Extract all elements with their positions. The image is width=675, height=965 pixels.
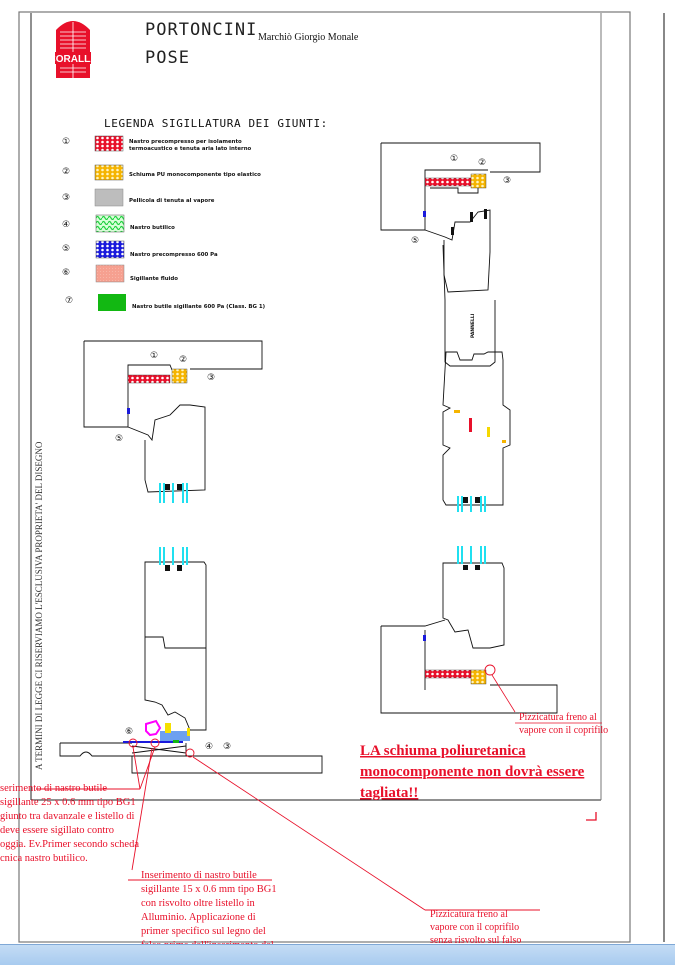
warning-note: LA schiuma poliuretanica monocomponente … — [360, 743, 585, 801]
legend-num-7: ⑦ — [65, 296, 73, 306]
note-center: Inserimento di nastro butile sigillante … — [141, 870, 277, 951]
legend-item-4: ④ Nastro butilico — [62, 214, 175, 233]
legend-label-2: Schiuma PU monocomponente tipo elastico — [129, 172, 261, 178]
taskbar — [0, 944, 675, 965]
note-right-top: Pizzicatura freno al vapore con il copri… — [519, 712, 608, 736]
leader-line-right-top — [491, 674, 516, 713]
callout-leaders-left — [36, 738, 540, 911]
note-right-top-line-2: vapore con il coprifilo — [519, 725, 608, 736]
callout-5: ⑤ — [411, 236, 419, 246]
corner-mark — [586, 812, 597, 821]
callout-sill-3: ③ — [223, 742, 231, 752]
legend-item-5: ⑤ Nastro precompresso 600 Pa — [62, 240, 218, 259]
note-right-bottom-line-1: Pizzicatura freno al — [430, 909, 508, 920]
callout-2: ② — [478, 158, 486, 168]
note-center-line-2: sigillante 15 x 0.6 mm tipo BG1 — [141, 884, 277, 895]
callout-sill-6: ⑥ — [125, 727, 133, 737]
swatch-green-waves — [95, 214, 125, 233]
callout-3: ③ — [503, 176, 511, 186]
swatch-blue-dots — [95, 240, 125, 259]
legend-item-3: ③ Pellicola di tenuta al vapore — [62, 188, 215, 207]
legend-title: LEGENDA SIGILLATURA DEI GIUNTI: — [104, 117, 328, 130]
note-center-line-4: Alluminio. Applicazione di — [141, 912, 256, 923]
legend-num-6: ⑥ — [62, 268, 70, 278]
legend-item-7: ⑦ Nastro butile sigillante 600 Pa (Class… — [65, 294, 265, 311]
callout-1: ① — [450, 154, 458, 164]
note-left: serimento di nastro butile sigillante 25… — [0, 783, 139, 864]
legend-label-3: Pellicola di tenuta al vapore — [129, 198, 215, 204]
note-center-line-3: con risvolto oltre listello in — [141, 898, 255, 909]
detail-left-head — [83, 340, 263, 493]
note-center-line-1: Inserimento di nastro butile — [141, 870, 257, 881]
legend: LEGENDA SIGILLATURA DEI GIUNTI: ① Nastro… — [62, 117, 328, 311]
legend-label-4: Nastro butilico — [130, 225, 175, 231]
swatch-green-solid — [98, 294, 126, 311]
note-right-bottom: Pizzicatura freno al vapore con il copri… — [430, 909, 521, 946]
legend-num-2: ② — [62, 167, 70, 177]
legend-item-1: ① Nastro precompresso per isolamento ter… — [62, 135, 252, 152]
legend-num-4: ④ — [62, 220, 70, 230]
legend-item-2: ② Schiuma PU monocomponente tipo elastic… — [62, 164, 261, 181]
sill-seal-assembly — [123, 719, 190, 743]
swatch-red-dots — [94, 135, 124, 152]
callout-left-1: ① — [150, 351, 158, 361]
note-right-top-line-1: Pizzicatura freno al — [519, 712, 597, 723]
legend-label-1b: termoacustico e tenuta aria lato interno — [129, 146, 252, 152]
glass-panes-left-head — [159, 483, 188, 503]
callout-left-5: ⑤ — [115, 434, 123, 444]
note-left-line-4: deve essere sigillato contro — [0, 825, 114, 836]
note-left-line-1: serimento di nastro butile — [0, 783, 107, 794]
author-name: Marchiò Giorgio Monale — [258, 32, 359, 43]
note-left-line-6: cnica nastro butilico. — [0, 853, 88, 864]
swatch-gray — [94, 188, 124, 207]
legend-item-6: ⑥ Sigillante fluido — [62, 264, 178, 283]
legend-num-1: ① — [62, 137, 70, 147]
copyright-notice: A TERMINI DI LEGGE CI RISERVIAMO L'ESCLU… — [34, 441, 44, 770]
panel-label: PANNELLI — [470, 313, 476, 338]
detail-mid-right — [442, 351, 511, 506]
note-left-line-3: giunto tra davanzale e listello di — [0, 811, 134, 822]
glass-panes-mid — [457, 496, 486, 512]
glass-panes-left-sill — [159, 547, 188, 571]
legend-label-1a: Nastro precompresso per isolamento — [129, 139, 242, 145]
note-right-bottom-line-3: senza risvolto sul falso — [430, 935, 521, 946]
detail-top-right — [380, 142, 541, 367]
callout-left-3: ③ — [207, 373, 215, 383]
note-right-bottom-line-2: vapore con il coprifilo — [430, 922, 519, 933]
title-line-1: PORTONCINI — [145, 20, 257, 40]
swatch-orange-dots — [94, 164, 124, 181]
page-border — [18, 11, 631, 943]
legend-label-6: Sigillante fluido — [130, 276, 178, 282]
company-logo: CORALLA — [49, 21, 98, 78]
warning-line-3: tagliata!! — [360, 785, 418, 801]
legend-label-7: Nastro butile sigillante 600 Pa (Class. … — [132, 304, 265, 310]
warning-line-2: monocomponente non dovrà essere — [360, 764, 585, 780]
swatch-salmon — [95, 264, 125, 283]
glass-panes-bottom-right — [457, 546, 486, 570]
note-left-line-5: oggia. Ev.Primer secondo scheda — [0, 839, 139, 850]
logo-text: CORALLA — [49, 54, 98, 65]
callout-sill-4: ④ — [205, 742, 213, 752]
warning-line-1: LA schiuma poliuretanica — [360, 743, 526, 759]
callout-left-2: ② — [179, 355, 187, 365]
detail-bottom-right — [380, 562, 558, 714]
note-center-line-5: primer specifico sul legno del — [141, 926, 266, 937]
legend-num-3: ③ — [62, 193, 70, 203]
detail-left-sill — [59, 561, 323, 774]
callout-circle-right — [484, 664, 496, 676]
legend-label-5: Nastro precompresso 600 Pa — [130, 252, 218, 258]
legend-num-5: ⑤ — [62, 244, 70, 254]
title-line-2: POSE — [145, 48, 190, 68]
note-left-line-2: sigillante 25 x 0.6 mm tipo BG1 — [0, 797, 136, 808]
